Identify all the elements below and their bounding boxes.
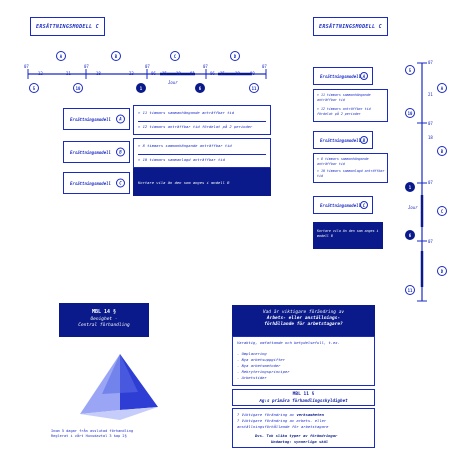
top-left-title: ERSÄTTNINGSMODELL C: [30, 17, 105, 36]
answer-box: Varaktig, omfattande och betydelsefull, …: [232, 336, 375, 386]
r-model-c-rows: Kortare vila än den som anges i modell B: [313, 222, 383, 249]
tick-07-3: 07: [145, 64, 150, 69]
circle-10: 10: [73, 83, 83, 93]
seg-23: 23: [129, 71, 134, 76]
circle-b: B: [111, 51, 121, 61]
question-box: Vad är viktigare förändring av Arbets- e…: [232, 305, 375, 336]
v-circle-11: 11: [405, 285, 415, 295]
seg-15: 15: [162, 71, 167, 76]
model-b-row-2: > 10 timmars sammanlagd anträffbar tid: [138, 157, 225, 162]
v-circle-d: D: [437, 266, 447, 276]
v-tick-1: 07: [428, 60, 433, 65]
vertical-timeline: [417, 62, 427, 302]
mbl14-box: MBL 14 § Oenighet - Central förhandling: [59, 303, 149, 337]
r-model-a-rows: > 11 timmars sammanhängande anträffbar t…: [313, 89, 388, 122]
pyramid-note-1: Inom 5 dagar från avslutad förhandling: [51, 429, 134, 433]
circle-d: D: [230, 51, 240, 61]
v-tick-5: 07: [428, 180, 433, 185]
horizontal-timeline: [27, 69, 267, 79]
v-tick-6: 07: [428, 239, 433, 244]
circle-1-filled: 1: [136, 83, 146, 93]
mbl11-details: ? Viktigare förändring av verksamheten ?…: [232, 408, 375, 448]
pyramid-note-2: Reglerat i vårt Huvudavtal 3 kap 2§: [51, 434, 127, 438]
seg-12: 12: [38, 71, 43, 76]
seg-06b: 06: [210, 71, 215, 76]
v-circle-5: 5: [405, 65, 415, 75]
seg-18c: 18: [235, 71, 240, 76]
seg-00: 00: [250, 71, 255, 76]
circle-6-filled: 6: [195, 83, 205, 93]
model-b-row-1: > 8 timmars sammanhängande anträffbar ti…: [138, 143, 232, 148]
v-circle-b: B: [437, 146, 447, 156]
circle-c: C: [170, 51, 180, 61]
model-b-rows: > 8 timmars sammanhängande anträffbar ti…: [133, 138, 271, 168]
circle-a: A: [56, 51, 66, 61]
v-tick-2: 21: [428, 92, 433, 97]
seg-21: 21: [66, 71, 71, 76]
pyramid-illustration: [80, 354, 158, 420]
mbl14-line2: Central förhandling: [78, 323, 130, 328]
mbl11-box: MBL 11 § Ag:s primära förhandlingsskyldi…: [232, 389, 375, 406]
v-circle-10: 10: [405, 108, 415, 118]
tick-07-1: 07: [24, 64, 29, 69]
seg-18b: 18: [176, 71, 181, 76]
v-jour: Jour: [408, 205, 418, 210]
v-circle-a: A: [437, 83, 447, 93]
top-right-title: ERSÄTTNINGSMODELL C: [313, 17, 388, 36]
tick-07-4: 07: [203, 64, 208, 69]
tick-07-5: 07: [262, 64, 267, 69]
v-circle-1-filled: 1: [405, 182, 415, 192]
seg-01: 01: [190, 71, 195, 76]
circle-5: 5: [29, 83, 39, 93]
model-a-row-2: > 12 timmars anträffbar tid fördelat på …: [138, 124, 253, 129]
seg-06: 06: [151, 71, 156, 76]
seg-15b: 15: [220, 71, 225, 76]
seg-18: 18: [96, 71, 101, 76]
r-model-b-rows: > 8 timmars sammanhängande anträffbar ti…: [313, 153, 388, 183]
v-circle-6-filled: 6: [405, 230, 415, 240]
v-tick-3: 07: [428, 121, 433, 126]
badge-b: B: [116, 147, 125, 157]
model-a-row-1: > 11 timmars sammanhängande anträffbar t…: [138, 110, 235, 115]
tick-07-2: 07: [84, 64, 89, 69]
model-c-row-1: Kortare vila än den som anges i modell B: [138, 180, 230, 185]
model-c-rows: Kortare vila än den som anges i modell B: [133, 168, 271, 196]
jour-label: Jour: [168, 80, 178, 85]
v-circle-c: C: [437, 206, 447, 216]
model-a-rows: > 11 timmars sammanhängande anträffbar t…: [133, 105, 271, 135]
badge-a: A: [116, 114, 125, 124]
mbl14-title: MBL 14 §: [91, 309, 117, 315]
badge-c: C: [116, 178, 125, 188]
mbl14-line1: Oenighet -: [90, 317, 118, 322]
circle-11: 11: [249, 83, 259, 93]
v-tick-4: 18: [428, 135, 433, 140]
